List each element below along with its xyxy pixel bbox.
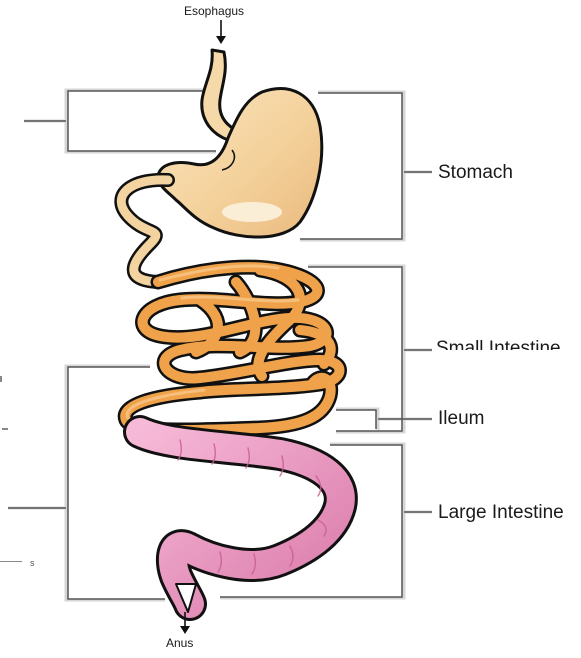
colon-fill: [126, 418, 355, 618]
small-intestine-label: Small Intestine: [436, 338, 561, 350]
edge-artifacts: [0, 376, 22, 562]
large-intestine-label: Large Intestine: [438, 502, 564, 523]
left-upper-bracket: [64, 88, 222, 154]
small-intestine-organ: [117, 259, 347, 438]
small-intestine-label-clip: Small Intestine: [436, 336, 581, 350]
edge-text-fragment: s: [30, 558, 35, 568]
esophagus-arrow: [216, 20, 226, 44]
anus-label: Anus: [166, 636, 194, 650]
ileum-bracket: [336, 407, 380, 430]
stomach-label: Stomach: [438, 162, 513, 183]
anus-opening: [175, 583, 197, 613]
stomach-shape: [156, 87, 324, 239]
anus-arrow: [180, 612, 190, 634]
large-intestine-organ: [123, 415, 358, 621]
left-lower-bracket: [64, 364, 165, 602]
stomach-organ: [156, 48, 324, 239]
stomach-bracket: [300, 90, 406, 242]
duodenum: [114, 172, 175, 289]
esophagus-label: Esophagus: [184, 4, 245, 18]
large-intestine-bracket: [220, 442, 406, 600]
ileum-label: Ileum: [438, 408, 485, 429]
